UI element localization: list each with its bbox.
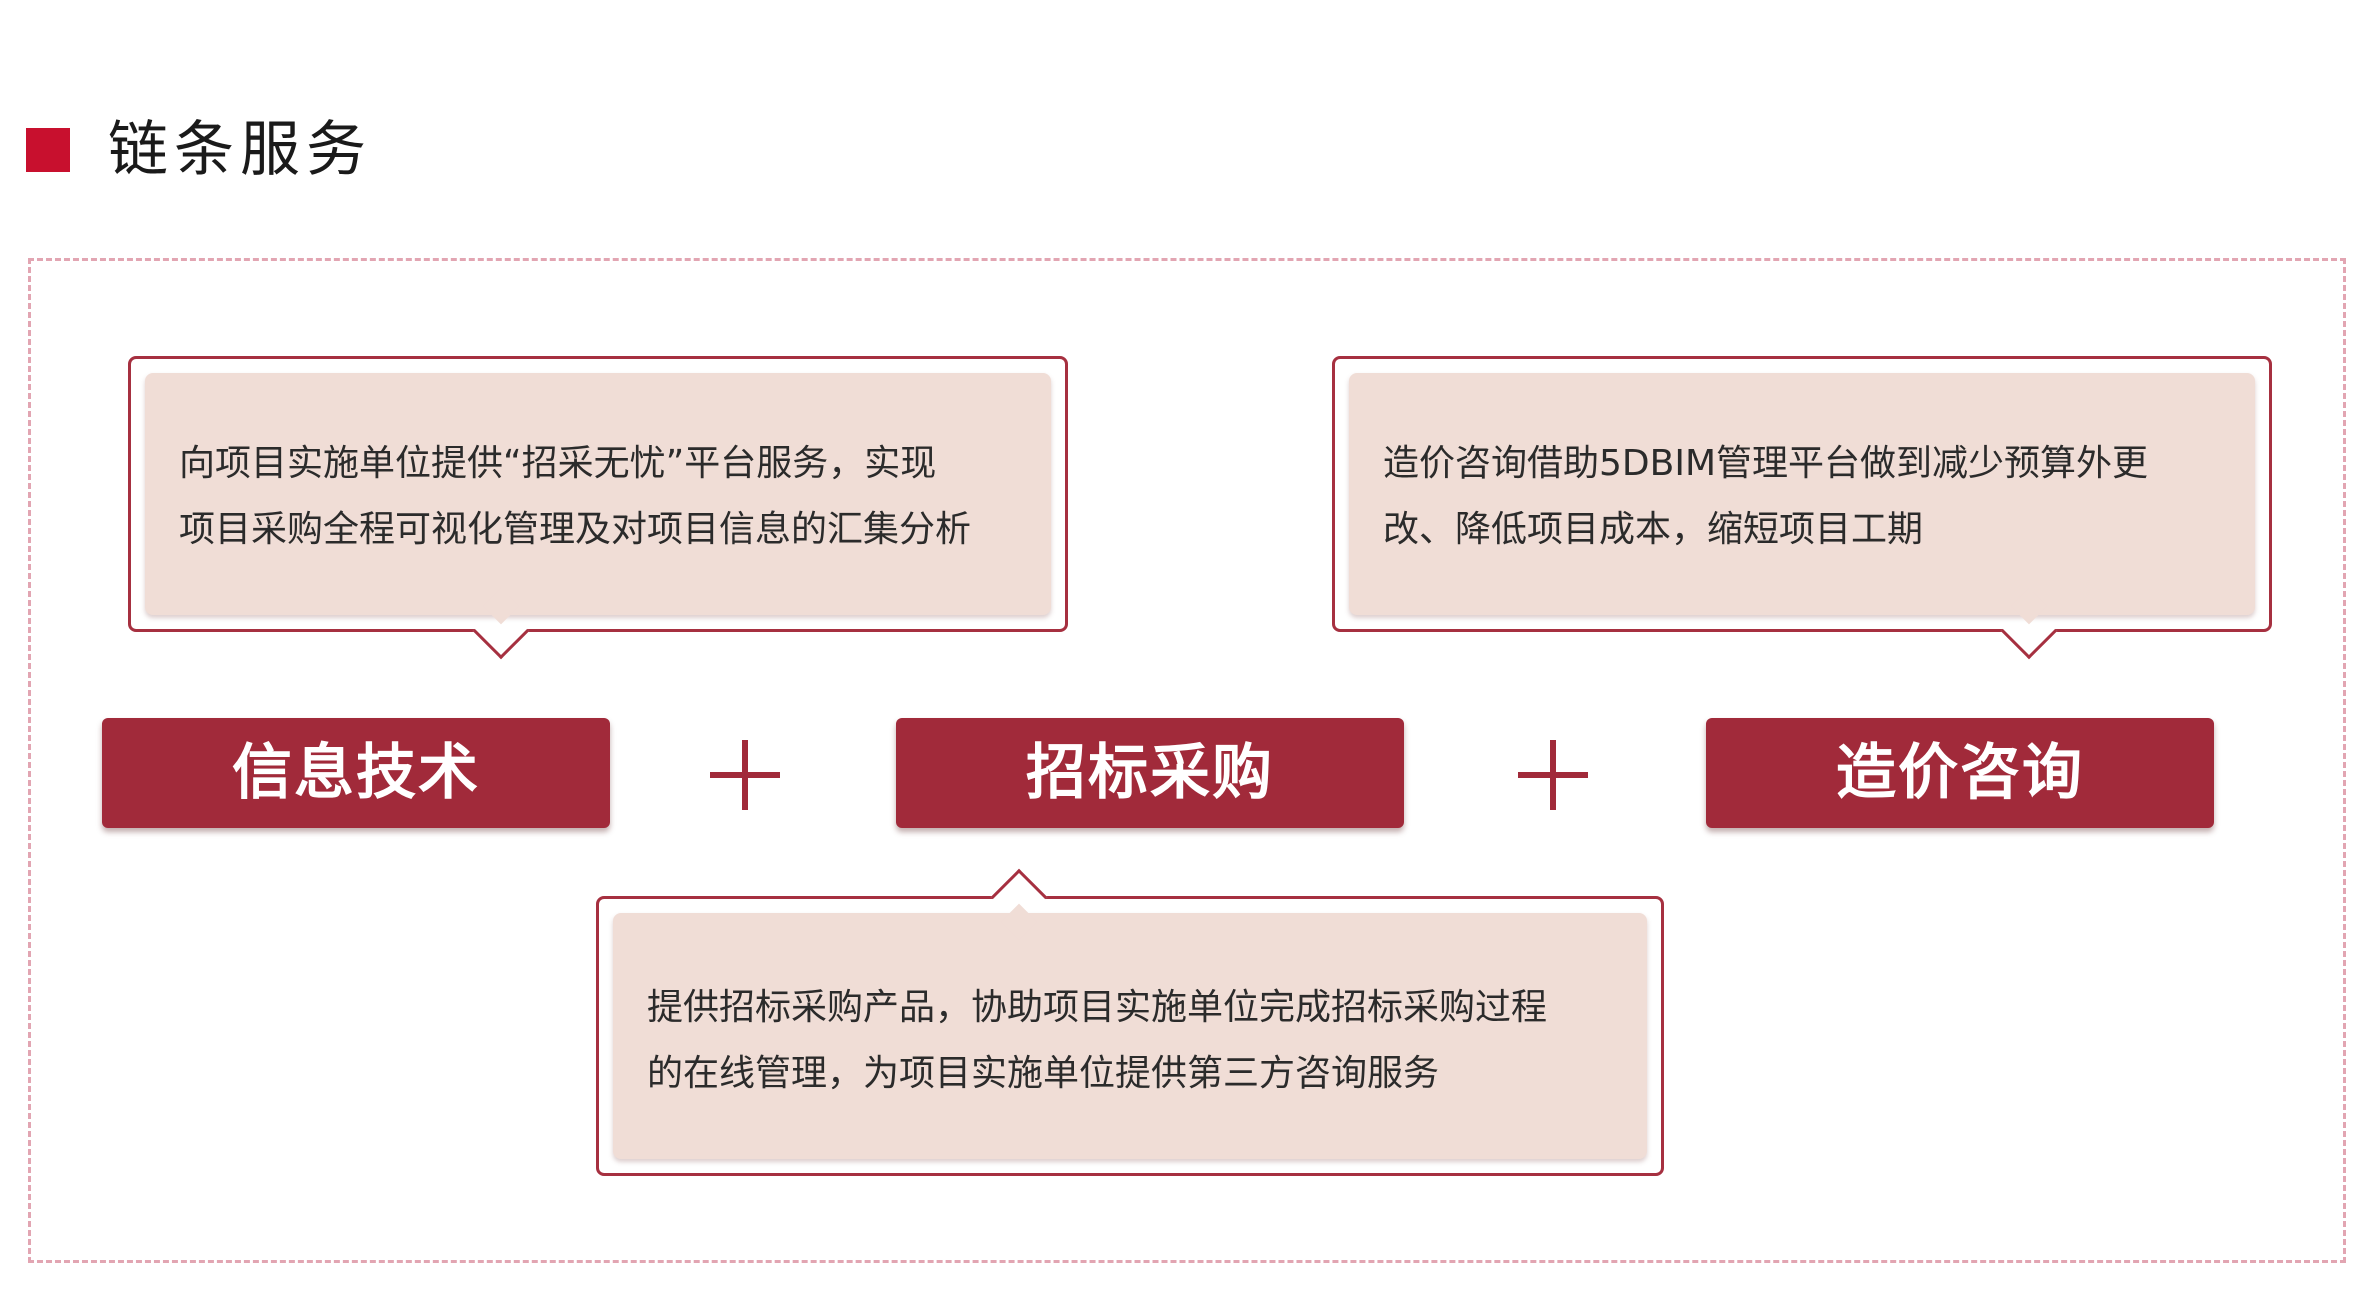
callout-line: 向项目实施单位提供“招采无忧”平台服务，实现 (179, 443, 937, 484)
plus-icon (710, 740, 780, 810)
diagram-frame (28, 258, 2346, 1263)
callout-body (1349, 373, 2255, 615)
header-square-icon (26, 128, 70, 172)
callout-line: 提供招标采购产品，协助项目实施单位完成招标采购过程 (647, 987, 1548, 1028)
callout-text: 向项目实施单位提供“招采无忧”平台服务，实现 项目采购全程可视化管理及对项目信息… (179, 431, 1025, 563)
callout-procurement: 提供招标采购产品，协助项目实施单位完成招标采购过程 的在线管理，为项目实施单位提… (596, 868, 1664, 1176)
pill-info-tech: 信息技术 (102, 718, 610, 828)
page-title: 链条服务 (108, 115, 372, 185)
callout-body (145, 373, 1051, 615)
pill-cost-consulting: 造价咨询 (1706, 718, 2214, 828)
callout-line: 改、降低项目成本，缩短项目工期 (1383, 509, 1924, 550)
callout-line: 项目采购全程可视化管理及对项目信息的汇集分析 (179, 509, 972, 550)
callout-line: 造价咨询借助5DBIM管理平台做到减少预算外更 (1383, 443, 2149, 484)
callout-cost-consulting: 造价咨询借助5DBIM管理平台做到减少预算外更 改、降低项目成本，缩短项目工期 (1332, 356, 2272, 660)
callout-text: 造价咨询借助5DBIM管理平台做到减少预算外更 改、降低项目成本，缩短项目工期 (1383, 431, 2229, 563)
pill-procurement: 招标采购 (896, 718, 1404, 828)
plus-icon (1518, 740, 1588, 810)
callout-info-tech: 向项目实施单位提供“招采无忧”平台服务，实现 项目采购全程可视化管理及对项目信息… (128, 356, 1068, 660)
callout-body (613, 913, 1647, 1159)
callout-text: 提供招标采购产品，协助项目实施单位完成招标采购过程 的在线管理，为项目实施单位提… (647, 975, 1621, 1107)
callout-line: 的在线管理，为项目实施单位提供第三方咨询服务 (647, 1053, 1440, 1094)
